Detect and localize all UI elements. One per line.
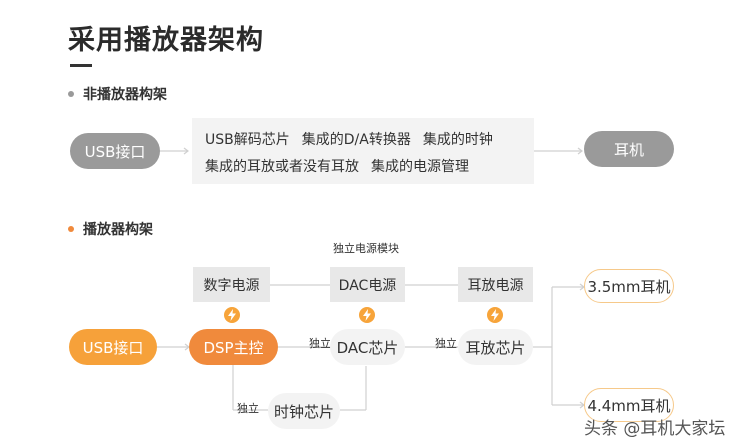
headphone-output-node: 耳机 bbox=[584, 131, 674, 167]
integrated-features-box: USB解码芯片集成的D/A转换器集成的时钟 集成的耳放或者没有耳放集成的电源管理 bbox=[192, 118, 534, 184]
bullet-dot bbox=[68, 226, 74, 232]
section-non-player-heading: 非播放器构架 bbox=[68, 84, 167, 104]
dac-chip-node: DAC芯片 bbox=[330, 329, 405, 365]
amp-chip-label: 耳放芯片 bbox=[465, 338, 526, 357]
dsp-controller-label: DSP主控 bbox=[203, 338, 264, 357]
independent-tag-clock: 独立 bbox=[237, 402, 259, 415]
usb-port-label: USB接口 bbox=[84, 142, 146, 161]
section-player-heading: 播放器构架 bbox=[68, 219, 153, 239]
output-44mm-label: 4.4mm耳机 bbox=[587, 396, 671, 415]
output-35mm-label: 3.5mm耳机 bbox=[587, 277, 671, 296]
headphone-output-label: 耳机 bbox=[613, 140, 644, 159]
output-35mm-node: 3.5mm耳机 bbox=[584, 269, 674, 303]
digital-power-label: 数字电源 bbox=[203, 277, 260, 294]
clock-chip-node: 时钟芯片 bbox=[268, 393, 340, 429]
usb-port-node: USB接口 bbox=[70, 133, 160, 169]
feature-power-mgmt: 集成的电源管理 bbox=[371, 159, 469, 175]
lightning-icon bbox=[487, 307, 503, 323]
independent-power-module-label: 独立电源模块 bbox=[333, 242, 399, 255]
independent-tag-amp: 独立 bbox=[435, 337, 457, 350]
dac-chip-label: DAC芯片 bbox=[336, 338, 399, 357]
watermark: 头条 @耳机大家坛 bbox=[584, 419, 726, 439]
lightning-icon bbox=[224, 307, 240, 323]
amp-power-box: 耳放电源 bbox=[458, 267, 533, 302]
clock-chip-label: 时钟芯片 bbox=[273, 402, 334, 421]
feature-amp: 集成的耳放或者没有耳放 bbox=[205, 159, 359, 175]
usb-port-player-node: USB接口 bbox=[69, 329, 157, 365]
output-44mm-node: 4.4mm耳机 bbox=[584, 388, 674, 422]
section-non-player-label: 非播放器构架 bbox=[83, 87, 167, 103]
amp-chip-node: 耳放芯片 bbox=[458, 329, 533, 365]
lightning-icon bbox=[359, 307, 375, 323]
usb-port-player-label: USB接口 bbox=[82, 338, 144, 357]
page-title: 采用播放器架构 bbox=[68, 25, 264, 56]
feature-clock: 集成的时钟 bbox=[422, 132, 493, 148]
dac-power-box: DAC电源 bbox=[330, 267, 405, 302]
feature-usb-decoder: USB解码芯片 bbox=[205, 132, 290, 148]
amp-power-label: 耳放电源 bbox=[467, 277, 524, 294]
dac-power-label: DAC电源 bbox=[338, 277, 397, 294]
dsp-controller-node: DSP主控 bbox=[189, 329, 278, 365]
title-underline bbox=[70, 64, 92, 67]
feature-dac: 集成的D/A转换器 bbox=[301, 132, 411, 148]
independent-tag-dac: 独立 bbox=[309, 337, 331, 350]
section-player-label: 播放器构架 bbox=[83, 222, 153, 238]
bullet-dot bbox=[68, 91, 74, 97]
digital-power-box: 数字电源 bbox=[193, 267, 270, 302]
